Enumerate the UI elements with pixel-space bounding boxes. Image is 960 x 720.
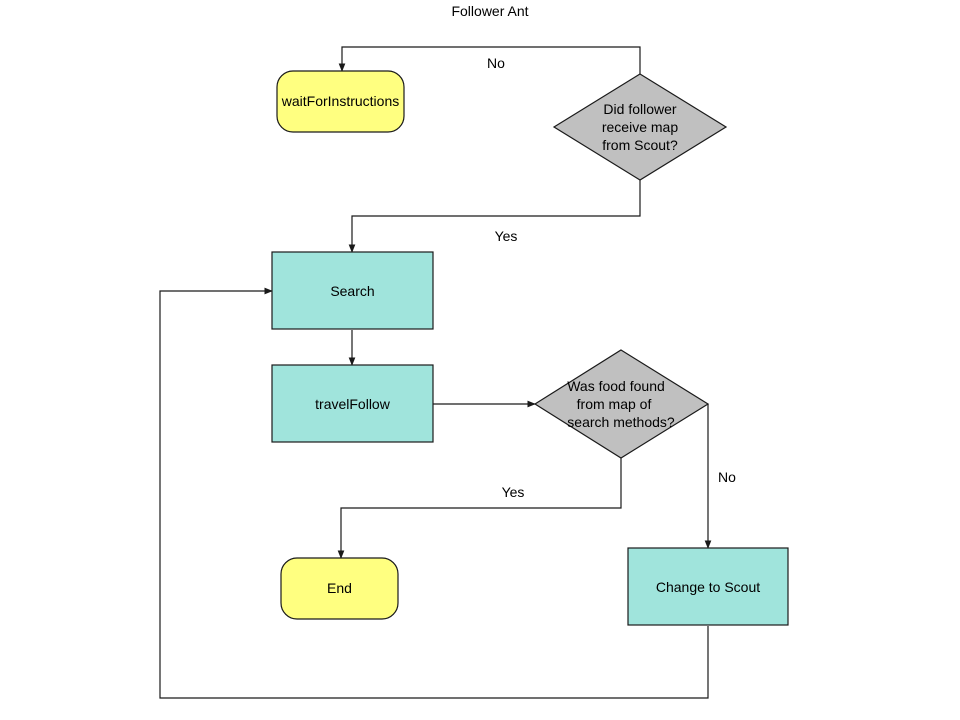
decision-food-line-3: search methods? — [567, 414, 675, 430]
decision-food-line-2: from map of — [577, 396, 652, 412]
node-change-to-scout: Change to Scout — [627, 547, 789, 626]
node-travel-label: travelFollow — [315, 396, 391, 412]
edge-label-food-yes: Yes — [502, 484, 525, 500]
node-end-label: End — [327, 580, 352, 596]
edge-label-map-no: No — [487, 55, 505, 71]
edge-label-food-no: No — [718, 469, 736, 485]
decision-receive-map: Did follower receive map from Scout? — [552, 73, 728, 181]
diagram-title: Follower Ant — [451, 3, 528, 19]
node-wait-for-instructions: waitForInstructions — [276, 70, 405, 133]
decision-food-found: Was food found from map of search method… — [533, 349, 710, 459]
edge-map-no — [338, 46, 641, 74]
decision-map-line-2: receive map — [602, 119, 678, 135]
edge-label-map-yes: Yes — [495, 228, 518, 244]
edge-map-yes — [348, 180, 641, 253]
decision-map-line-1: Did follower — [603, 101, 676, 117]
node-travel-follow: travelFollow — [271, 364, 434, 443]
decision-food-line-1: Was food found — [567, 378, 665, 394]
node-wait-label: waitForInstructions — [281, 93, 399, 109]
decision-map-line-3: from Scout? — [602, 137, 678, 153]
node-change-label: Change to Scout — [656, 579, 760, 595]
node-search: Search — [271, 251, 434, 330]
node-end: End — [280, 557, 399, 620]
edge-food-yes — [337, 458, 622, 559]
node-search-label: Search — [330, 283, 374, 299]
edge-change-search — [159, 287, 709, 699]
